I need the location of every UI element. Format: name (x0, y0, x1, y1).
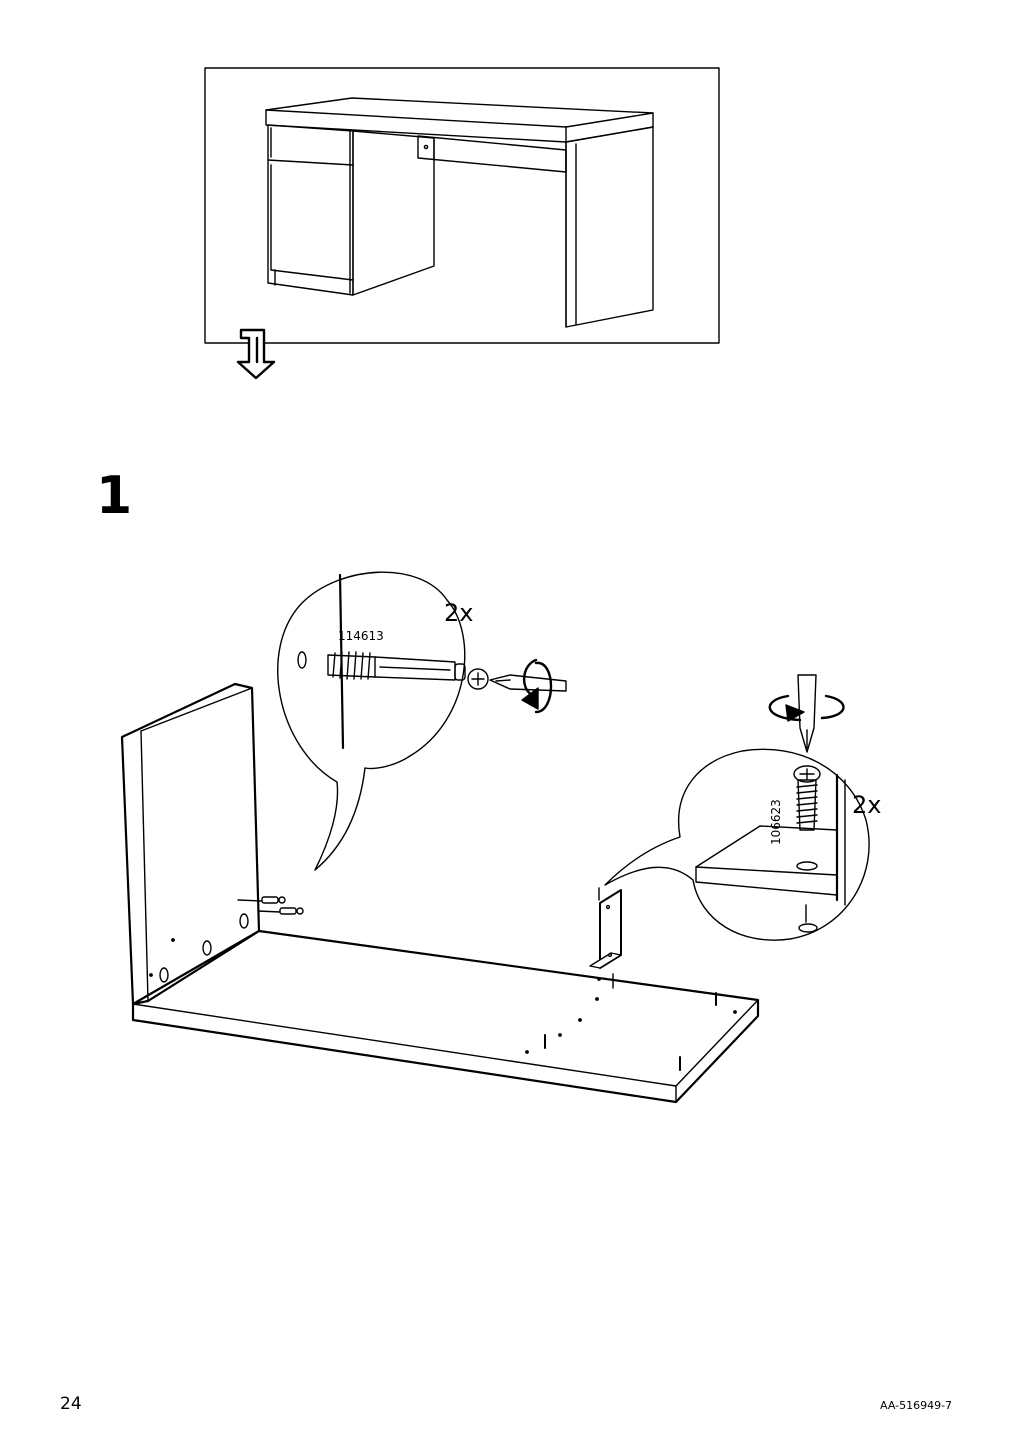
cam-dowels-in-panel (237, 896, 304, 915)
page-number: 24 (60, 1394, 82, 1414)
pre-installed-pins (525, 992, 737, 1071)
turn-over-arrow-icon (236, 328, 276, 380)
callout-cam-dowel (277, 571, 489, 871)
cam-dowel-part-number: 114613 (338, 629, 384, 643)
screwdriver-horizontal-icon (489, 658, 567, 714)
tabletop-panel (131, 929, 760, 1104)
screw-part-number: 106623 (769, 799, 783, 845)
callout-screw (604, 748, 870, 941)
step-number: 1 (96, 466, 133, 526)
overview-frame (204, 67, 720, 344)
document-id: AA-516949-7 (880, 1399, 953, 1412)
mounting-bracket (589, 887, 622, 1001)
finished-desk-drawing (265, 97, 654, 328)
desk-side-panel (120, 682, 261, 1006)
screw-quantity: 2x (852, 791, 882, 819)
screwdriver-vertical-icon (768, 674, 845, 753)
cam-dowel-quantity: 2x (444, 599, 474, 627)
